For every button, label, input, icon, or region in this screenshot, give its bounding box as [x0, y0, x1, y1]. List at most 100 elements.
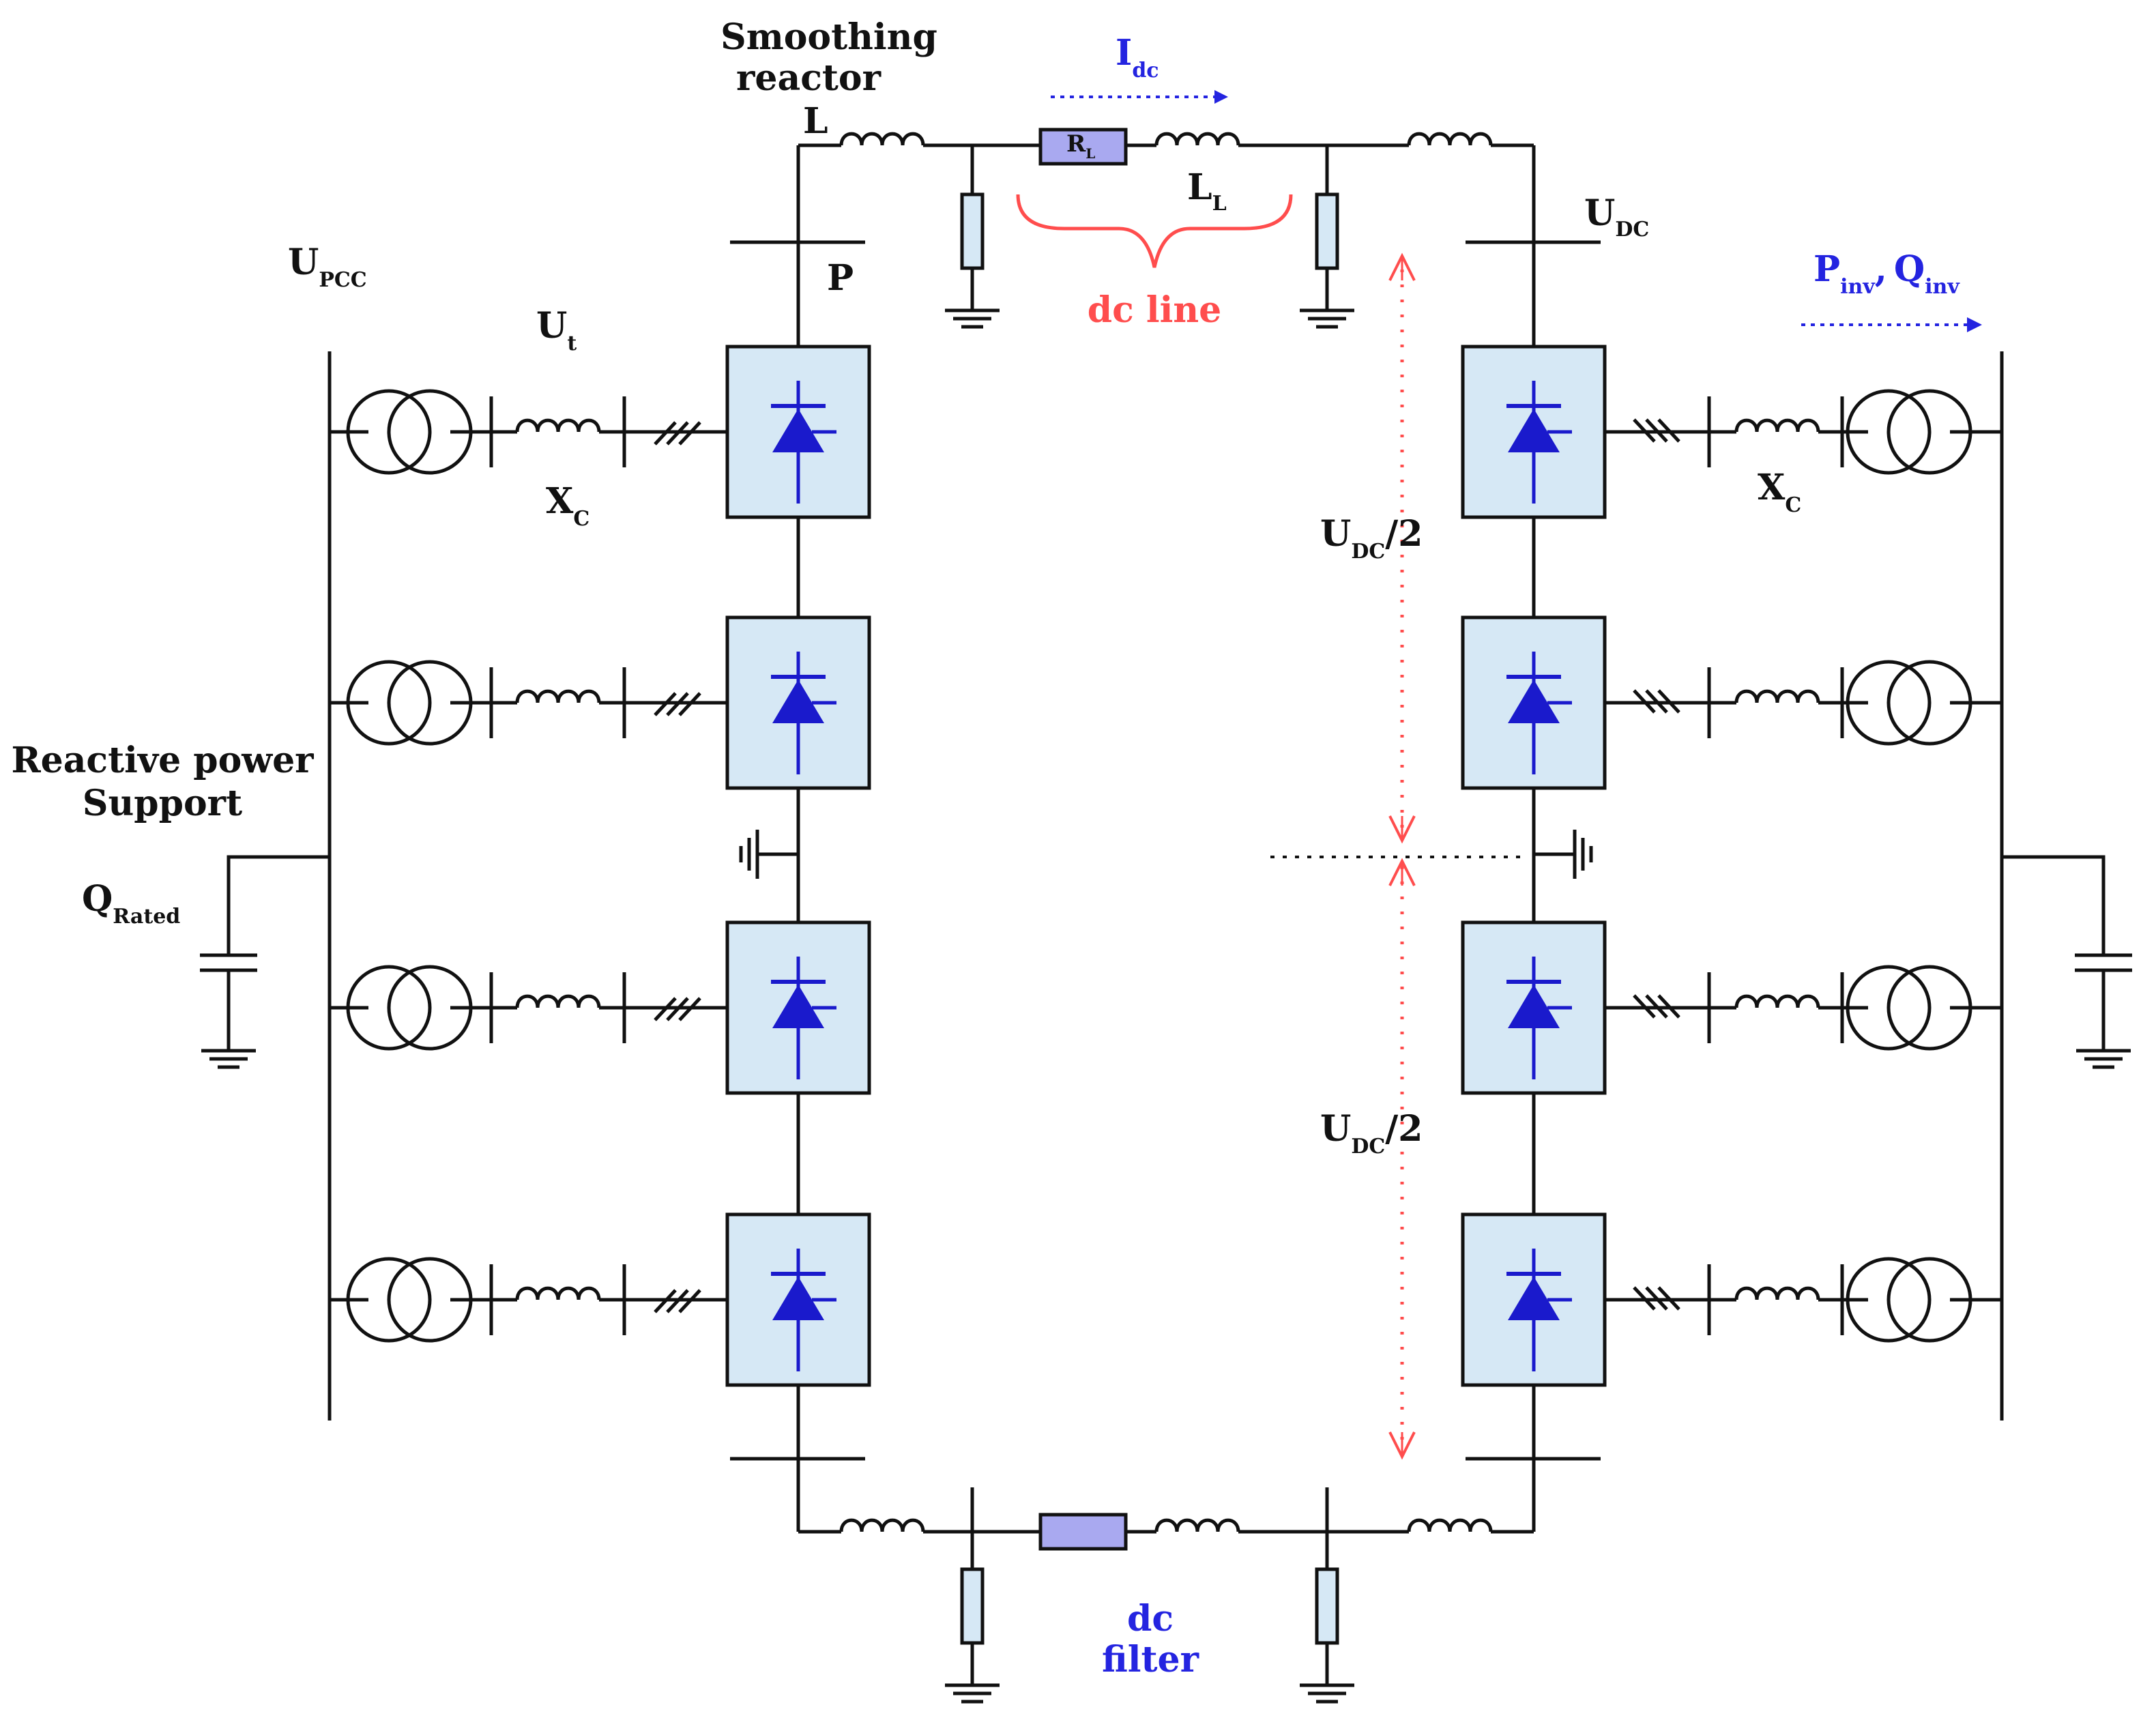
label-U-DC-half-lower: UDC/2	[1320, 1108, 1423, 1159]
three-phase-mark	[678, 692, 701, 716]
converter-left-1	[725, 345, 871, 519]
label-X-C-right: XC	[1758, 467, 1801, 517]
transformer-winding	[346, 660, 432, 746]
three-phase-mark	[654, 692, 677, 716]
inductor-coil	[839, 132, 925, 146]
ground-icon	[201, 1049, 256, 1069]
wires	[227, 143, 2106, 1685]
reactor-right-2	[1734, 689, 1820, 703]
ground-icon	[945, 1683, 1000, 1704]
three-phase-mark	[678, 1289, 701, 1313]
label-I-dc: Idc	[1116, 32, 1159, 83]
three-phase-mark	[666, 997, 689, 1021]
three-phase-mark	[666, 421, 689, 446]
transformer-winding	[1886, 1257, 1972, 1343]
three-phase-mark	[1657, 418, 1680, 443]
label-R-L: RL	[1066, 130, 1095, 162]
inductor-coil	[1734, 1286, 1820, 1300]
reactive-power-label: Reactive power	[11, 740, 314, 781]
three-phase-mark	[666, 1289, 689, 1313]
reactor-right-4	[1734, 1286, 1820, 1300]
transformer-right-2	[1846, 660, 1972, 746]
label-U-DC: UDC	[1584, 192, 1649, 242]
ground-icon	[2076, 1049, 2131, 1069]
transformer-right-4	[1846, 1257, 1972, 1343]
dc-line-label: dc line	[1088, 289, 1222, 331]
line-inductor-bottom	[1154, 1518, 1240, 1532]
thyristor-triangle	[772, 409, 824, 452]
transformer-left-3	[346, 965, 473, 1051]
resistor-icon	[1315, 192, 1339, 270]
converter-right-3	[1461, 920, 1607, 1095]
inductor-coil	[515, 994, 601, 1008]
inductor-coil	[1734, 418, 1820, 433]
reactive-power-label-2: Support	[83, 783, 242, 824]
transformer-winding	[1846, 660, 1932, 746]
thyristor-triangle	[1508, 985, 1560, 1028]
three-phase-mark	[666, 692, 689, 716]
transformer-winding	[1846, 389, 1932, 475]
dc-line-brace	[1016, 194, 1293, 268]
label-Q-rated: QRated	[82, 878, 180, 929]
inductor-coil	[515, 1286, 601, 1300]
transformer-winding	[387, 965, 473, 1051]
thyristor-triangle	[772, 680, 824, 723]
ground-icon	[1300, 308, 1354, 329]
inductor-coil	[1154, 132, 1240, 146]
reactor-left-2	[515, 689, 601, 703]
label-L: L	[803, 100, 828, 142]
transformer-left-4	[346, 1257, 473, 1343]
inductor-coil	[1407, 132, 1493, 146]
three-phase-mark	[1657, 994, 1680, 1019]
shunt-lead-left	[227, 855, 330, 866]
three-phase-mark	[654, 421, 677, 446]
thyristor-triangle	[1508, 680, 1560, 723]
line-inductor	[1154, 132, 1240, 146]
thyristor-triangle	[772, 1277, 824, 1320]
thyristor-triangle	[1508, 1277, 1560, 1320]
ground-icon	[1573, 830, 1593, 879]
transformer-winding	[1846, 1257, 1932, 1343]
transformer-winding	[1886, 965, 1972, 1051]
inductor-coil	[515, 418, 601, 433]
reactor-bottom-right	[1407, 1518, 1493, 1532]
label-U-t: Ut	[536, 305, 577, 355]
label-U-PCC: UPCC	[288, 242, 367, 292]
converter-left-2	[725, 615, 871, 790]
label-L-L: LL	[1187, 166, 1227, 216]
resistor-icon	[1315, 1567, 1339, 1645]
inductor-coil	[515, 689, 601, 703]
resistor-body	[1315, 192, 1339, 270]
three-phase-mark	[1657, 1286, 1680, 1311]
label-P: P	[827, 257, 854, 299]
inductor-coil	[1734, 689, 1820, 703]
current-arrowhead	[1214, 90, 1228, 104]
transformer-right-3	[1846, 965, 1972, 1051]
resistor-icon	[960, 192, 985, 270]
transformer-left-1	[346, 389, 473, 475]
capacitor-left	[200, 866, 257, 1051]
converter-right-2	[1461, 615, 1607, 790]
three-phase-mark	[1633, 994, 1656, 1019]
transformer-winding	[1886, 660, 1972, 746]
converter-left-3	[725, 920, 871, 1095]
resistor-RL	[1038, 128, 1128, 166]
reactor-bottom-left	[839, 1518, 925, 1532]
three-phase-mark	[654, 997, 677, 1021]
three-phase-mark	[1657, 689, 1680, 714]
transformer-winding	[387, 1257, 473, 1343]
three-phase-mark	[1633, 418, 1656, 443]
three-phase-mark	[1645, 689, 1668, 714]
capacitor-right	[2075, 866, 2132, 1051]
transformer-winding	[346, 389, 432, 475]
ground-icon	[945, 308, 1000, 329]
three-phase-mark	[1645, 418, 1668, 443]
inductor-coil	[1154, 1518, 1240, 1532]
reactor-left-4	[515, 1286, 601, 1300]
converter-left-4	[725, 1212, 871, 1387]
transformer-winding	[1886, 389, 1972, 475]
three-phase-mark	[654, 1289, 677, 1313]
three-phase-mark	[678, 997, 701, 1021]
dc-filter-label-2: filter	[1102, 1639, 1199, 1680]
